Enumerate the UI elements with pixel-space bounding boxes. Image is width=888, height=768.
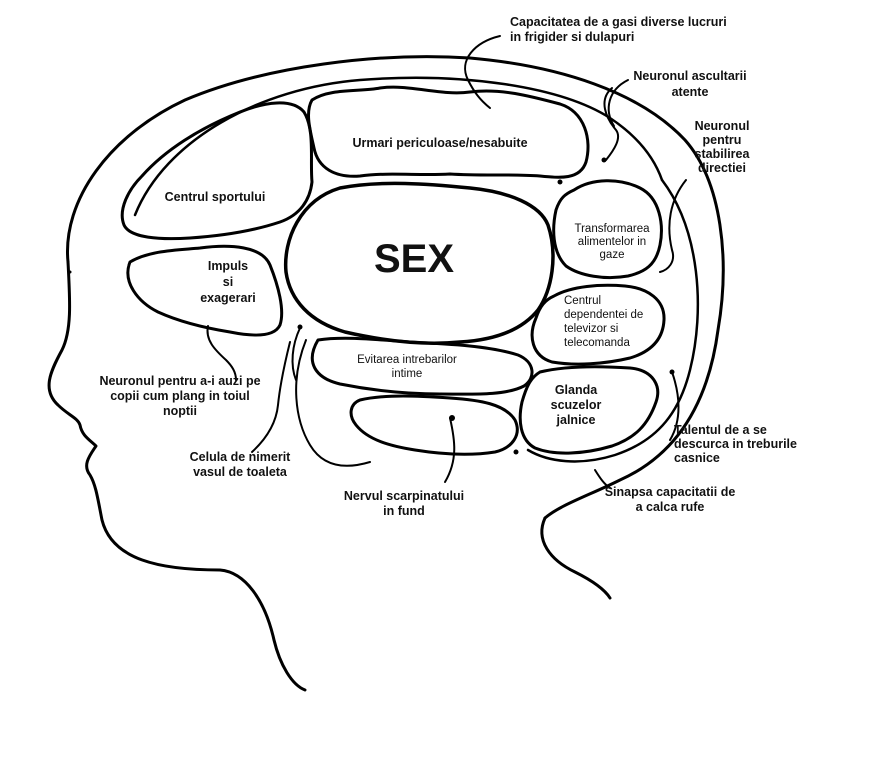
label-line: telecomanda: [564, 337, 630, 349]
head-outline: [66, 55, 725, 520]
label-line: Sinapsa capacitatii de: [605, 485, 736, 499]
label-line: Neuronul pentru a-i auzi pe: [99, 374, 260, 388]
region-transformarea: [552, 179, 663, 280]
ear-contour: [291, 327, 301, 381]
region-impuls: [126, 244, 284, 337]
region-sex: [283, 181, 555, 345]
label-line: Nervul scarpinatului: [344, 489, 464, 503]
neuron-dot: [601, 157, 607, 163]
label-line: Transformarea: [575, 223, 651, 235]
leader-ascultarii: [607, 79, 629, 127]
label-line: televizor si: [564, 323, 618, 335]
label-line: copii cum plang in toiul: [110, 389, 250, 403]
label-line: Centrul sportului: [165, 190, 266, 204]
leader-talentul: [669, 371, 680, 441]
inner-contour-top: [133, 76, 664, 217]
label-line: Centrul: [564, 295, 601, 307]
label-line: Neuronul: [695, 119, 750, 133]
label-line: alimentelor in: [578, 236, 646, 248]
leader-auzi: [206, 325, 237, 381]
label-line: scuzelor: [551, 398, 602, 412]
label-intrebarilor: Evitarea intrebarilor intime: [357, 354, 457, 380]
label-line: Neuronul ascultarii: [633, 69, 746, 83]
region-scarpinatului: [349, 394, 519, 456]
neuron-dot: [68, 270, 72, 274]
temporal-contour: [295, 339, 371, 467]
label-line: in frigider si dulapuri: [510, 30, 634, 44]
label-sportului: Centrul sportului: [165, 190, 266, 204]
label-line: stabilirea: [695, 147, 751, 161]
region-urmari: [307, 85, 590, 179]
label-line: descurca in treburile: [674, 437, 797, 451]
label-line: pentru: [703, 133, 742, 147]
neuron-dot: [557, 179, 563, 185]
label-line: dependentei de: [564, 309, 643, 321]
label-line: Impuls: [208, 259, 248, 273]
neuron-dot: [297, 324, 303, 330]
neuron-dot: [513, 449, 519, 455]
label-line: casnice: [674, 451, 720, 465]
center-label: SEX: [374, 237, 454, 281]
label-line: noptii: [163, 404, 197, 418]
label-urmari: Urmari periculoase/nesabuite: [352, 136, 527, 150]
stem-squiggle: [603, 87, 620, 161]
leader-scarpinatului: [444, 417, 456, 483]
label-impuls: Impuls si exagerari: [200, 259, 256, 305]
label-dependentei: Centrul dependentei de televizor si telecom…: [564, 295, 643, 349]
label-line: intime: [392, 368, 423, 380]
leader-toaleta: [251, 341, 291, 453]
label-line: Capacitatea de a gasi diverse lucruri: [510, 15, 727, 29]
label-line: Talentul de a se: [674, 423, 767, 437]
label-line: a calca rufe: [636, 500, 705, 514]
label-ascultarii: Neuronul ascultarii atente: [633, 69, 746, 99]
label-line: exagerari: [200, 291, 256, 305]
label-line: gaze: [600, 249, 625, 261]
label-line: directiei: [698, 161, 746, 175]
label-line: Glanda: [555, 383, 598, 397]
label-line: vasul de toaleta: [193, 465, 288, 479]
leader-directiei: [659, 179, 687, 273]
label-line: Celula de nimerit: [190, 450, 292, 464]
region-sportului: [120, 101, 314, 241]
label-line: in fund: [383, 504, 425, 518]
neck-back-line: [540, 516, 612, 600]
label-line: Urmari periculoase/nesabuite: [352, 136, 527, 150]
neuron-dot: [669, 369, 675, 375]
region-dependentei: [530, 283, 666, 366]
leader-sinapsa: [594, 469, 611, 489]
region-intrebarilor: [310, 336, 534, 396]
label-line: jalnice: [556, 413, 596, 427]
label-line: si: [223, 275, 233, 289]
label-line: Evitarea intrebarilor: [357, 354, 457, 366]
leader-capacitatea: [464, 35, 501, 109]
face-profile: [47, 260, 307, 692]
region-glanda: [518, 365, 660, 455]
label-line: atente: [672, 85, 709, 99]
neuron-dot: [449, 415, 455, 421]
